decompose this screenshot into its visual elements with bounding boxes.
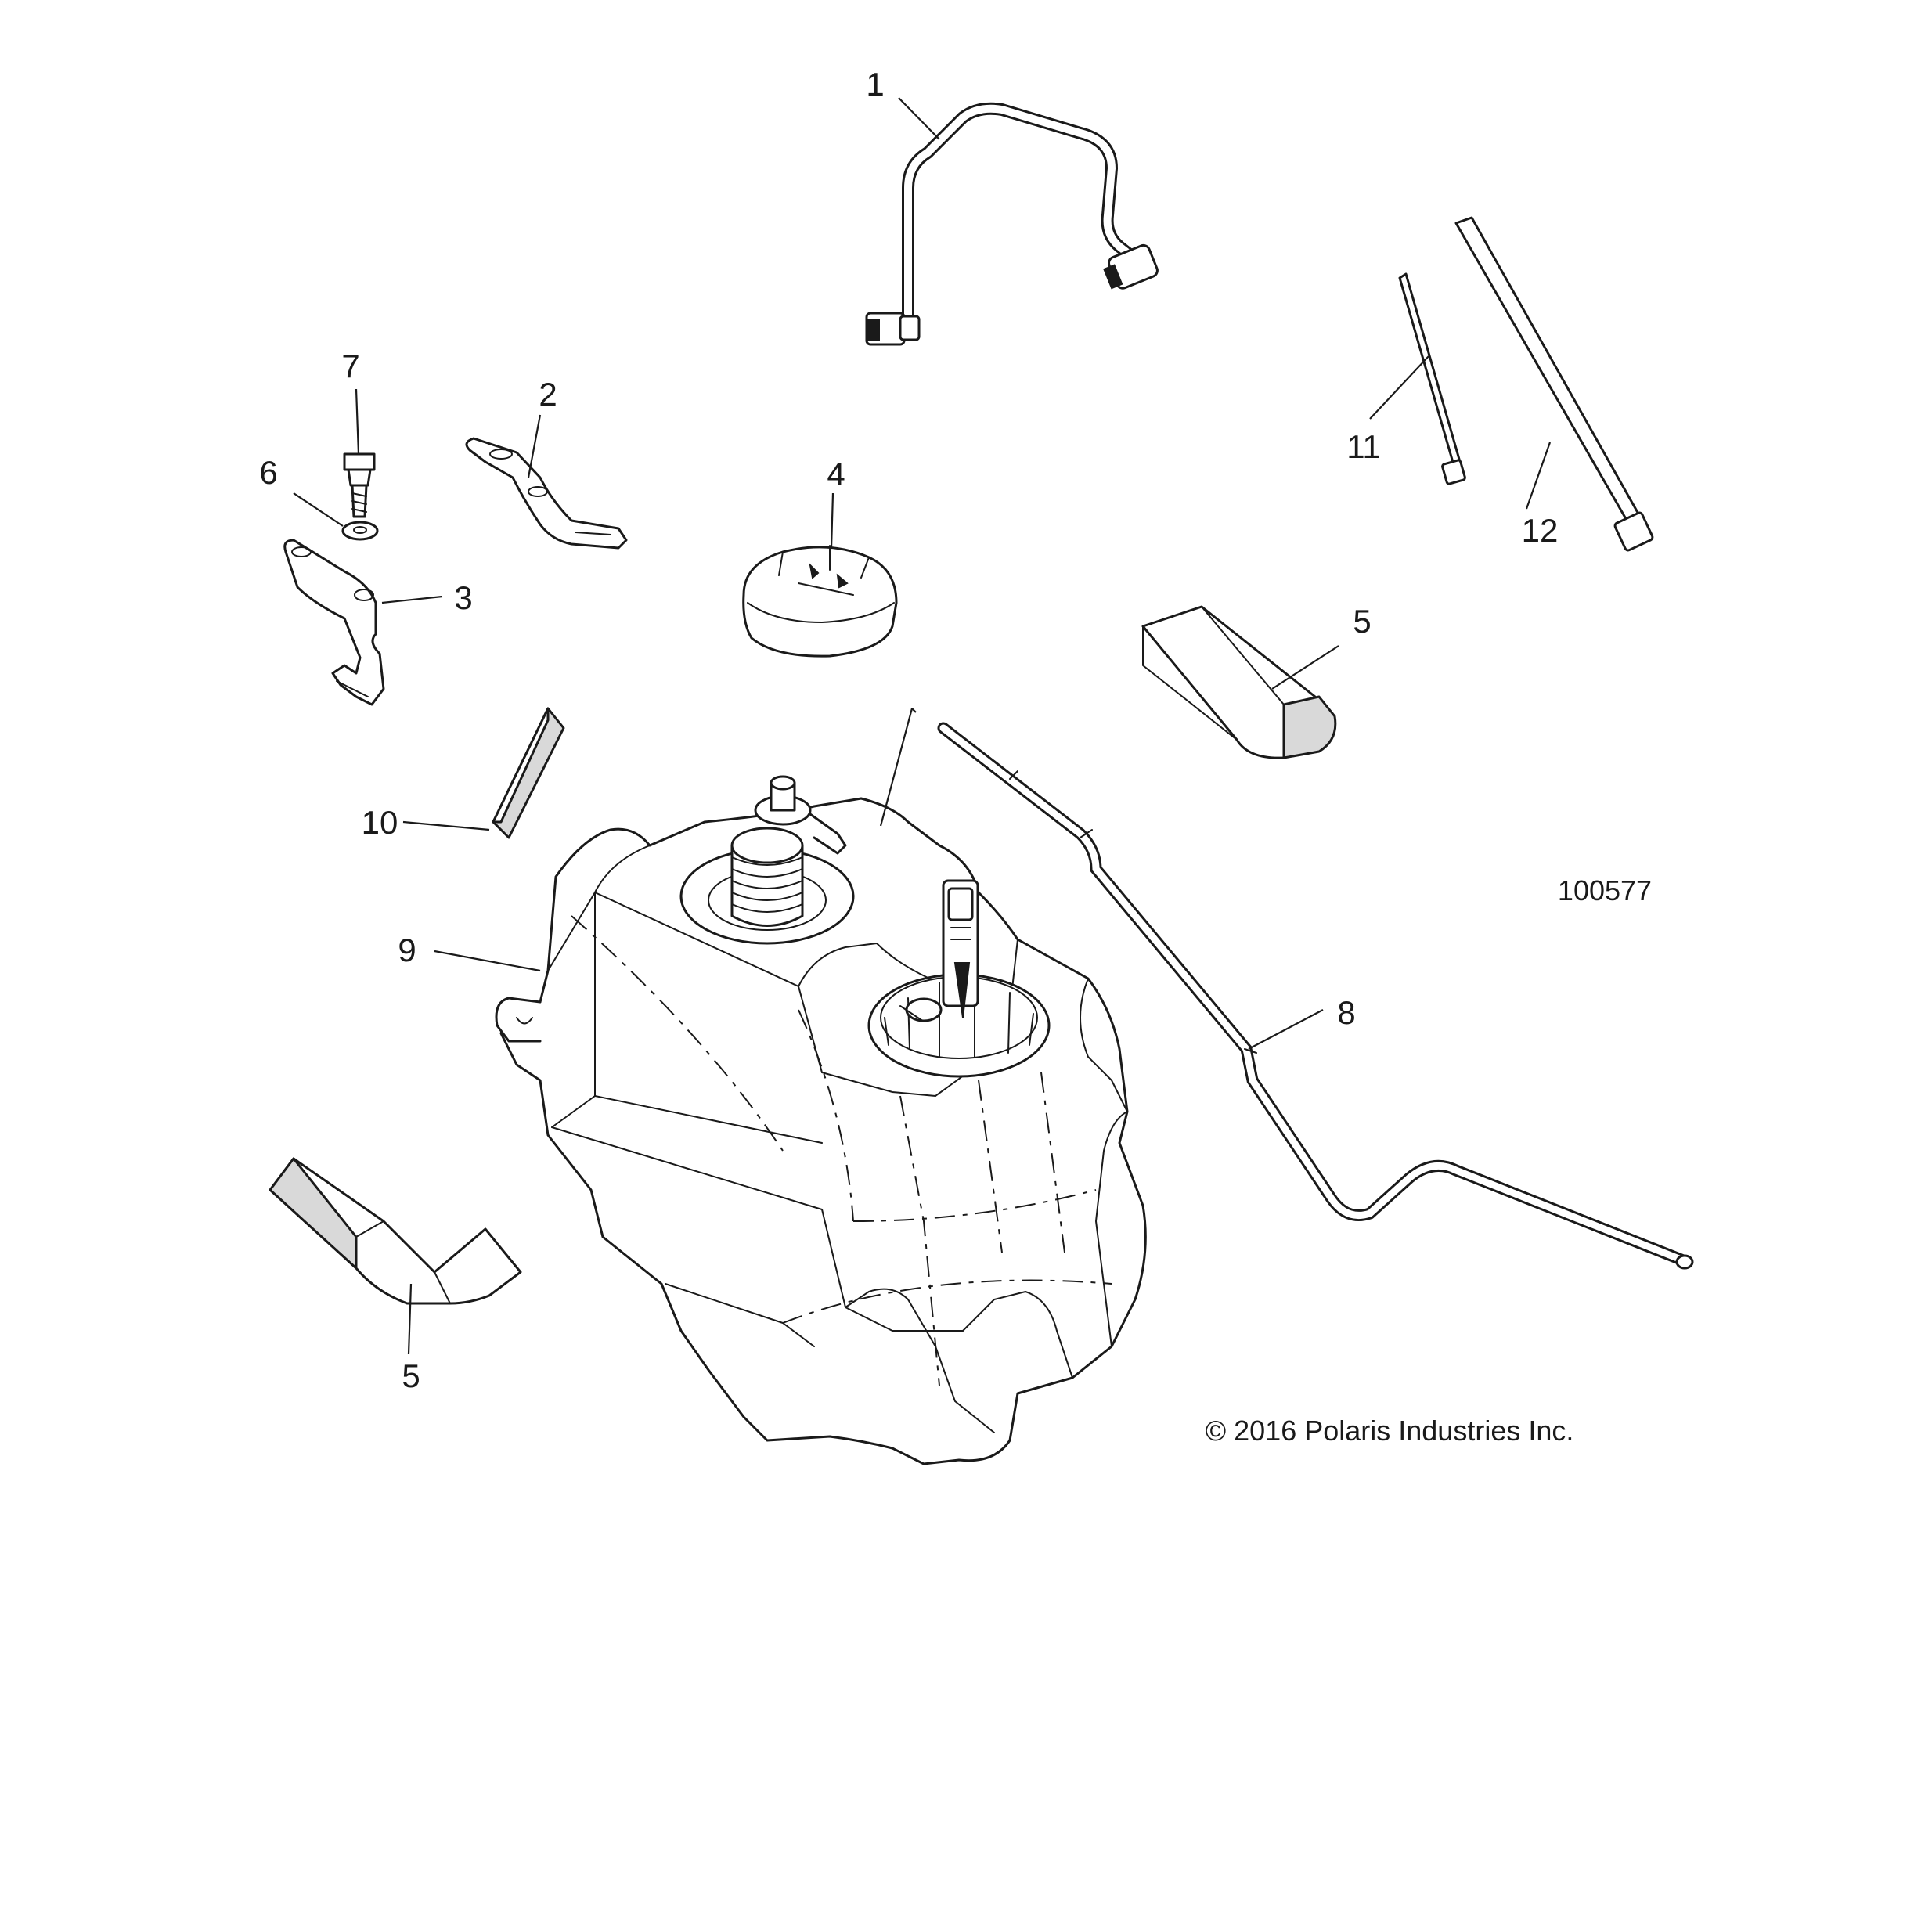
part-11-cable-tie xyxy=(1398,272,1466,485)
callout-11: 11 xyxy=(1346,428,1381,465)
part-2-bracket xyxy=(465,437,628,550)
callout-5-lower: 5 xyxy=(402,1357,420,1394)
part-12-cable-tie xyxy=(1454,216,1654,552)
callout-1: 1 xyxy=(866,66,884,103)
callout-10: 10 xyxy=(362,804,398,841)
callout-3: 3 xyxy=(454,579,472,616)
callout-12: 12 xyxy=(1522,512,1559,549)
callout-7: 7 xyxy=(341,348,359,384)
part-8-fuel-line xyxy=(937,722,1694,1270)
leader-lines xyxy=(293,97,1552,1355)
callout-labels: 1 2 3 4 5 5 6 7 8 9 10 11 12 xyxy=(259,66,1558,1394)
copyright-notice: © 2016 Polaris Industries Inc. xyxy=(1206,1415,1574,1447)
part-4-fuel-cap xyxy=(742,545,898,658)
part-5-foam-pad-upper xyxy=(1141,605,1337,759)
part-1-vent-hose xyxy=(865,102,1159,346)
part-7-bolt xyxy=(343,452,376,518)
part-5-foam-pad-lower xyxy=(269,1157,522,1305)
callout-6: 6 xyxy=(259,454,277,491)
part-6-washer xyxy=(341,521,379,541)
part-3-bracket xyxy=(283,539,385,706)
callout-9: 9 xyxy=(398,932,416,968)
callout-2: 2 xyxy=(539,376,557,413)
figure-number: 100577 xyxy=(1558,874,1652,907)
callout-5-upper: 5 xyxy=(1353,603,1371,640)
callout-8: 8 xyxy=(1337,994,1355,1031)
part-10-foam-pad xyxy=(492,707,565,839)
part-9-fuel-tank xyxy=(495,775,1147,1465)
callout-4: 4 xyxy=(827,456,845,492)
